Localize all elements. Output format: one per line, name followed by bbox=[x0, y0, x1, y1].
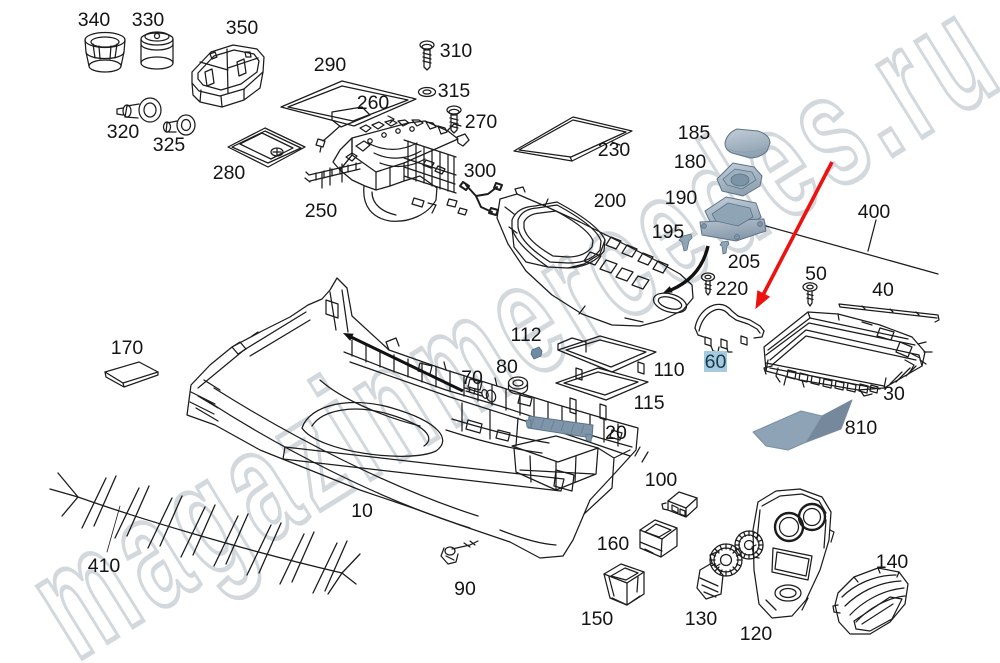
svg-text:250: 250 bbox=[305, 200, 338, 222]
svg-text:80: 80 bbox=[496, 356, 518, 378]
svg-text:270: 270 bbox=[465, 111, 498, 133]
svg-text:220: 220 bbox=[716, 278, 749, 300]
svg-text:300: 300 bbox=[464, 160, 497, 182]
svg-text:195: 195 bbox=[652, 221, 685, 243]
svg-text:350: 350 bbox=[226, 17, 259, 39]
svg-text:185: 185 bbox=[678, 122, 711, 144]
svg-text:110: 110 bbox=[653, 359, 684, 381]
svg-text:315: 315 bbox=[438, 80, 471, 102]
svg-text:205: 205 bbox=[728, 251, 761, 273]
svg-text:115: 115 bbox=[633, 392, 664, 414]
svg-text:50: 50 bbox=[805, 263, 827, 285]
svg-text:230: 230 bbox=[598, 139, 631, 161]
svg-text:810: 810 bbox=[845, 417, 878, 439]
svg-text:180: 180 bbox=[674, 151, 707, 173]
svg-text:330: 330 bbox=[132, 9, 165, 31]
svg-text:20: 20 bbox=[605, 422, 627, 444]
svg-text:150: 150 bbox=[581, 608, 614, 630]
svg-text:10: 10 bbox=[351, 500, 373, 522]
svg-text:90: 90 bbox=[454, 578, 476, 600]
svg-text:160: 160 bbox=[597, 533, 630, 555]
svg-text:325: 325 bbox=[153, 134, 186, 156]
svg-text:340: 340 bbox=[78, 9, 111, 31]
svg-text:130: 130 bbox=[685, 608, 718, 630]
svg-text:410: 410 bbox=[88, 555, 121, 577]
svg-text:290: 290 bbox=[314, 54, 347, 76]
svg-text:30: 30 bbox=[883, 383, 905, 405]
svg-text:140: 140 bbox=[876, 551, 909, 573]
svg-text:400: 400 bbox=[858, 201, 891, 223]
svg-text:280: 280 bbox=[213, 162, 246, 184]
svg-text:310: 310 bbox=[440, 40, 473, 62]
svg-text:120: 120 bbox=[740, 623, 773, 645]
svg-text:170: 170 bbox=[111, 337, 144, 359]
svg-text:40: 40 bbox=[872, 279, 894, 301]
svg-text:200: 200 bbox=[594, 190, 627, 212]
svg-text:320: 320 bbox=[107, 121, 140, 143]
svg-text:112: 112 bbox=[510, 324, 541, 346]
svg-text:70: 70 bbox=[461, 367, 483, 389]
svg-text:260: 260 bbox=[357, 92, 390, 114]
svg-text:100: 100 bbox=[645, 469, 678, 491]
svg-text:190: 190 bbox=[665, 187, 698, 209]
svg-text:60: 60 bbox=[705, 351, 727, 373]
